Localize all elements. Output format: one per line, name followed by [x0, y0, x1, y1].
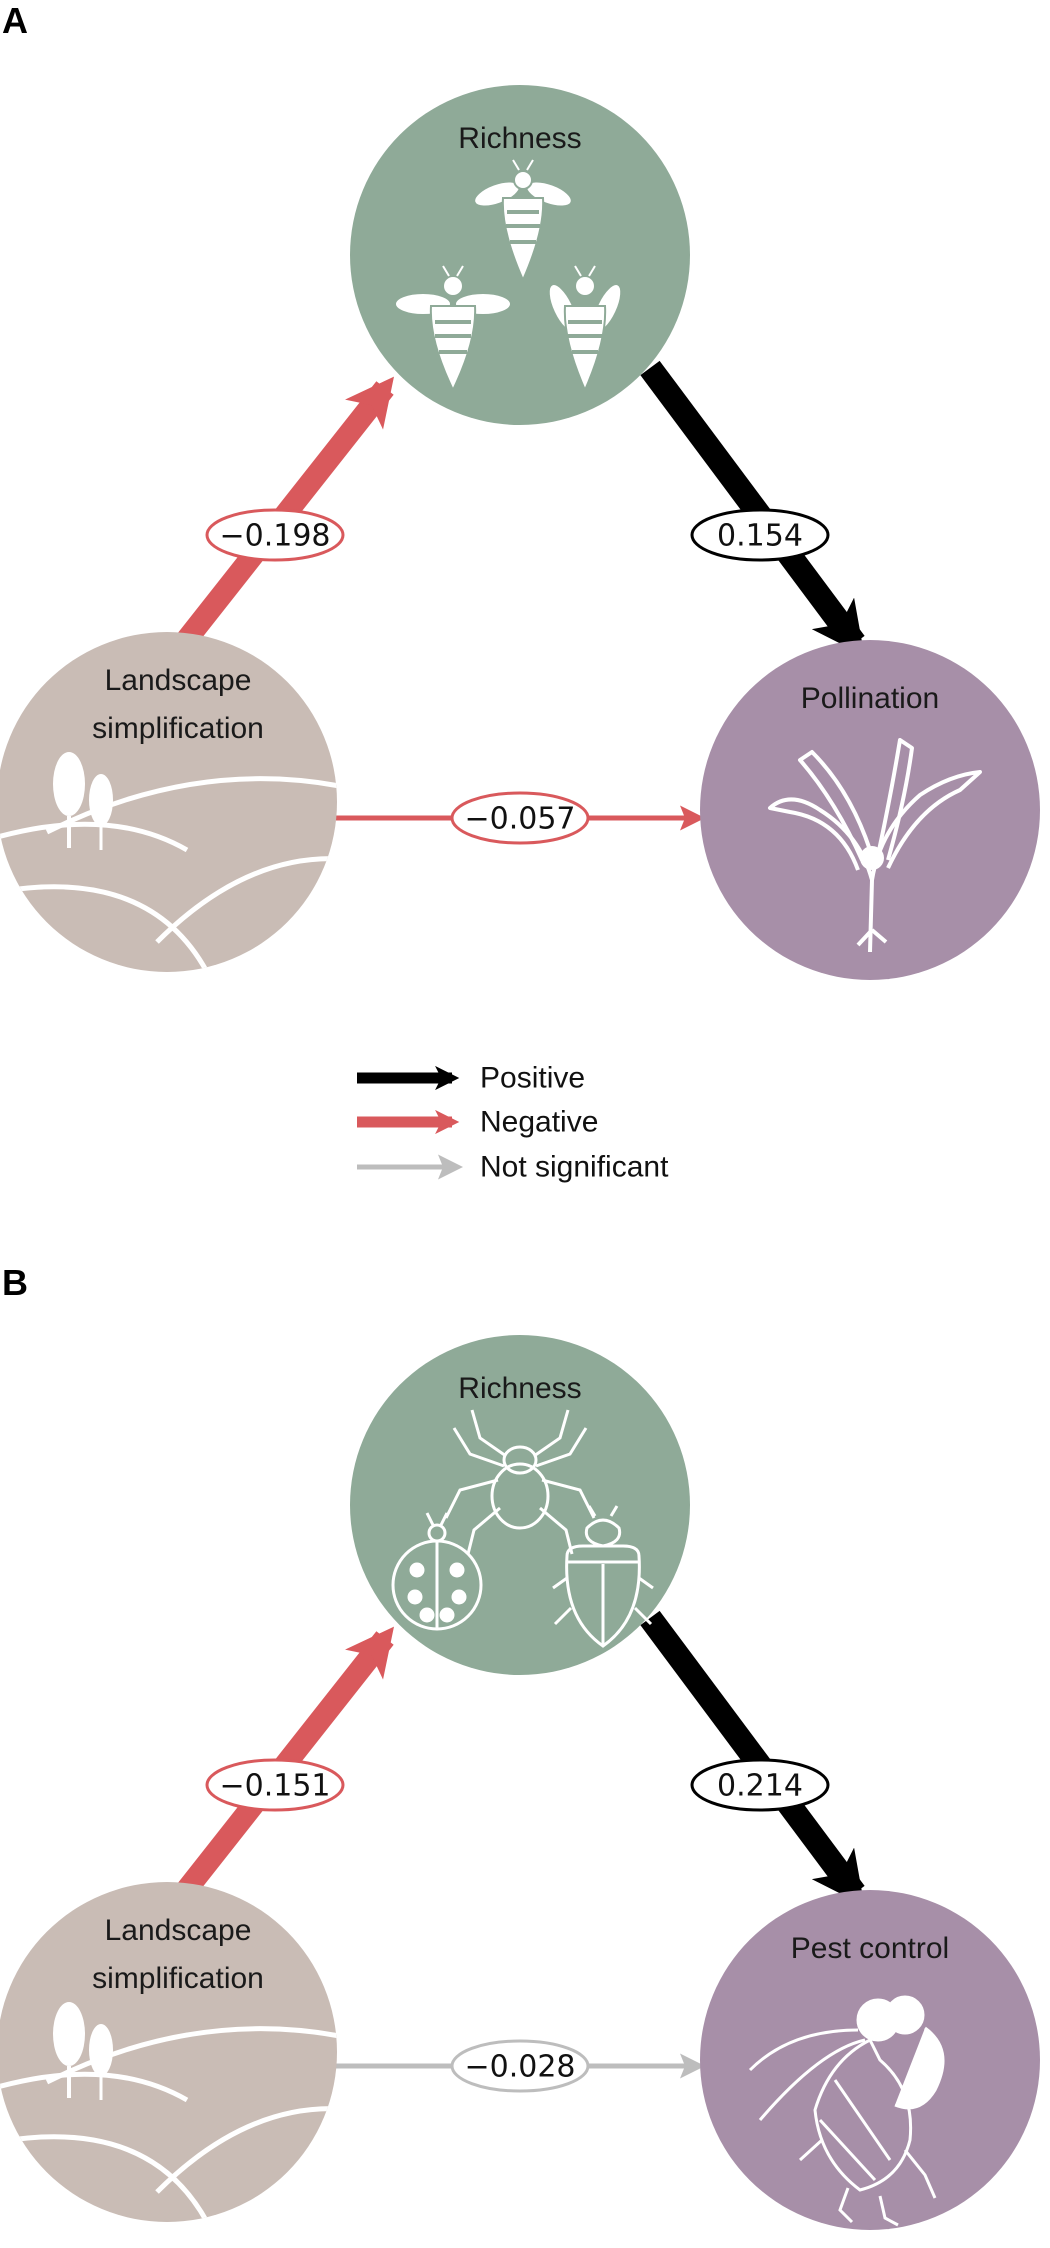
legend: Positive Negative Not significant	[357, 1062, 669, 1184]
bees-icon	[394, 159, 623, 393]
svg-text:0.154: 0.154	[717, 519, 803, 554]
svg-text:−0.198: −0.198	[219, 519, 330, 554]
svg-text:Positive: Positive	[480, 1062, 585, 1095]
edge-label-landscape-pest-control-b: −0.028	[450, 2039, 590, 2093]
landscape-label-line2-a: simplification	[92, 712, 264, 745]
pollination-label-a: Pollination	[801, 682, 939, 715]
pest-control-node-b: Pest control	[700, 1890, 1040, 2230]
edge-label-landscape-richness-a: −0.198	[205, 508, 345, 562]
richness-node-b: Richness	[350, 1335, 690, 1675]
panel-b-letter: B	[2, 1262, 28, 1303]
edge-label-richness-pest-control-b: 0.214	[690, 1758, 830, 1812]
svg-text:Negative: Negative	[480, 1106, 598, 1139]
panel-a: Richness	[0, 85, 1040, 980]
pollination-node-a: Pollination	[700, 640, 1040, 980]
predators-icon	[391, 1409, 654, 1648]
richness-label-b: Richness	[458, 1372, 581, 1405]
legend-positive: Positive	[357, 1062, 585, 1095]
legend-not-significant: Not significant	[357, 1151, 669, 1184]
svg-text:−0.028: −0.028	[464, 2050, 575, 2085]
svg-text:−0.057: −0.057	[464, 802, 575, 837]
panel-b: Richness	[0, 1335, 1040, 2230]
landscape-icon	[0, 2002, 337, 2222]
landscape-node-a: Landscape simplification	[0, 632, 337, 972]
svg-text:Not significant: Not significant	[480, 1151, 669, 1184]
svg-text:0.214: 0.214	[717, 1769, 803, 1804]
landscape-label-line1-a: Landscape	[105, 664, 252, 697]
edge-label-richness-pollination-a: 0.154	[690, 508, 830, 562]
arrow-richness-to-pest-control-b	[640, 1610, 865, 1906]
landscape-label-line2-b: simplification	[92, 1962, 264, 1995]
legend-negative: Negative	[357, 1106, 598, 1139]
edge-label-landscape-pollination-a: −0.057	[450, 791, 590, 845]
landscape-node-b: Landscape simplification	[0, 1882, 337, 2222]
pest-control-label-b: Pest control	[791, 1932, 949, 1965]
landscape-label-line1-b: Landscape	[105, 1914, 252, 1947]
richness-label-a: Richness	[458, 122, 581, 155]
richness-node-a: Richness	[350, 85, 690, 425]
flower-icon	[768, 738, 982, 953]
svg-text:−0.151: −0.151	[219, 1769, 330, 1804]
aphid-icon	[748, 1995, 945, 2227]
edge-label-landscape-richness-b: −0.151	[205, 1758, 345, 1812]
panel-a-letter: A	[2, 0, 28, 41]
landscape-icon	[0, 752, 337, 972]
arrow-richness-to-pollination-a	[640, 360, 865, 656]
